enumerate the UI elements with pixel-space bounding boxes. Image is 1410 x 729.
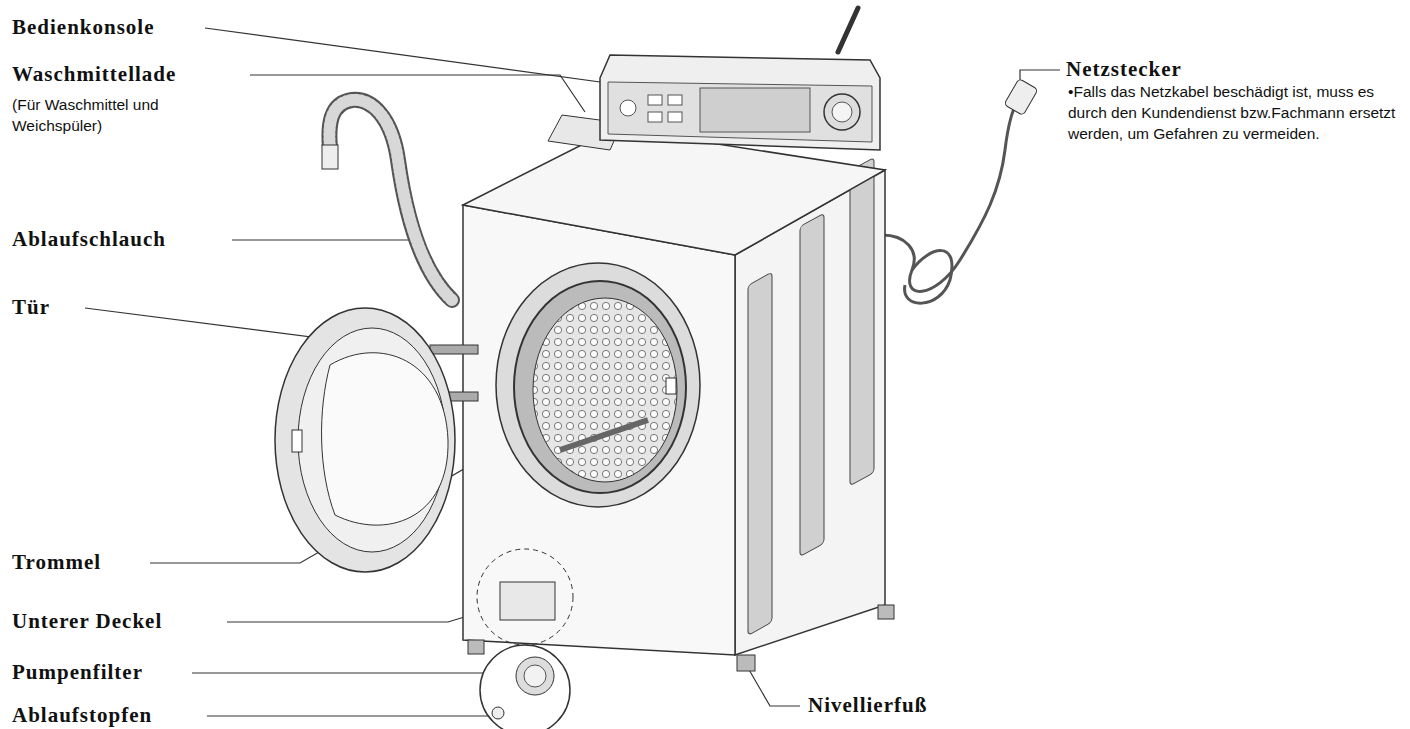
part-note: (Für Waschmittel und Weichspüler) xyxy=(12,94,202,136)
leader-line xyxy=(748,668,800,706)
part-label: Ablaufschlauch xyxy=(12,227,166,252)
program-knob xyxy=(832,102,852,122)
part-label: Waschmittellade xyxy=(12,62,176,87)
leveling-foot xyxy=(878,605,894,619)
leader-line xyxy=(205,28,622,85)
leader-line xyxy=(207,715,494,716)
leader-line xyxy=(250,75,585,112)
door-latch xyxy=(666,378,676,394)
leveling-foot xyxy=(468,640,484,654)
part-label: Tür xyxy=(12,295,50,320)
door-glass xyxy=(322,353,449,525)
part-label: Unterer Deckel xyxy=(12,609,162,634)
pump-filter xyxy=(516,657,554,695)
drain-hose xyxy=(329,100,452,300)
console-button xyxy=(668,95,682,105)
door xyxy=(275,308,455,572)
power-cord xyxy=(905,251,952,304)
pump-filter xyxy=(524,665,546,687)
drain-plug xyxy=(492,707,504,719)
door-frame xyxy=(496,263,700,507)
zoom-circle xyxy=(480,645,570,729)
part-label: Bedienkonsole xyxy=(12,15,155,40)
console-button xyxy=(620,100,636,116)
side-panel xyxy=(800,213,824,556)
console-button xyxy=(648,95,662,105)
leader-line xyxy=(192,672,518,673)
drain-hose xyxy=(329,100,452,300)
control-console xyxy=(600,55,880,150)
door-hinge xyxy=(430,345,478,354)
probe-tool xyxy=(838,8,858,52)
door-handle xyxy=(292,430,302,452)
drum xyxy=(533,298,677,482)
part-label: Trommel xyxy=(12,550,101,575)
side-panel xyxy=(850,158,874,486)
door-gasket xyxy=(514,281,686,493)
hose-end xyxy=(322,145,338,169)
console-display xyxy=(700,88,810,132)
part-label: Nivellierfuß xyxy=(808,693,927,718)
warning-note: •Falls das Netzkabel beschädigt ist, mus… xyxy=(1068,81,1410,144)
part-label: Ablaufstopfen xyxy=(12,703,152,728)
zoom-outline xyxy=(477,549,573,645)
drum-paddle xyxy=(560,420,648,450)
console-panel xyxy=(608,82,872,142)
side-panel xyxy=(748,272,772,635)
part-label: Netzstecker xyxy=(1066,57,1182,82)
power-plug xyxy=(1004,79,1038,116)
program-knob xyxy=(824,94,860,130)
leveling-foot xyxy=(737,655,755,671)
part-label: Pumpenfilter xyxy=(12,660,143,685)
machine-front xyxy=(463,205,735,655)
leader-line xyxy=(232,239,418,240)
bottom-cover xyxy=(500,582,555,620)
console-button xyxy=(668,112,682,122)
console-button xyxy=(648,112,662,122)
power-cord xyxy=(882,100,1018,291)
